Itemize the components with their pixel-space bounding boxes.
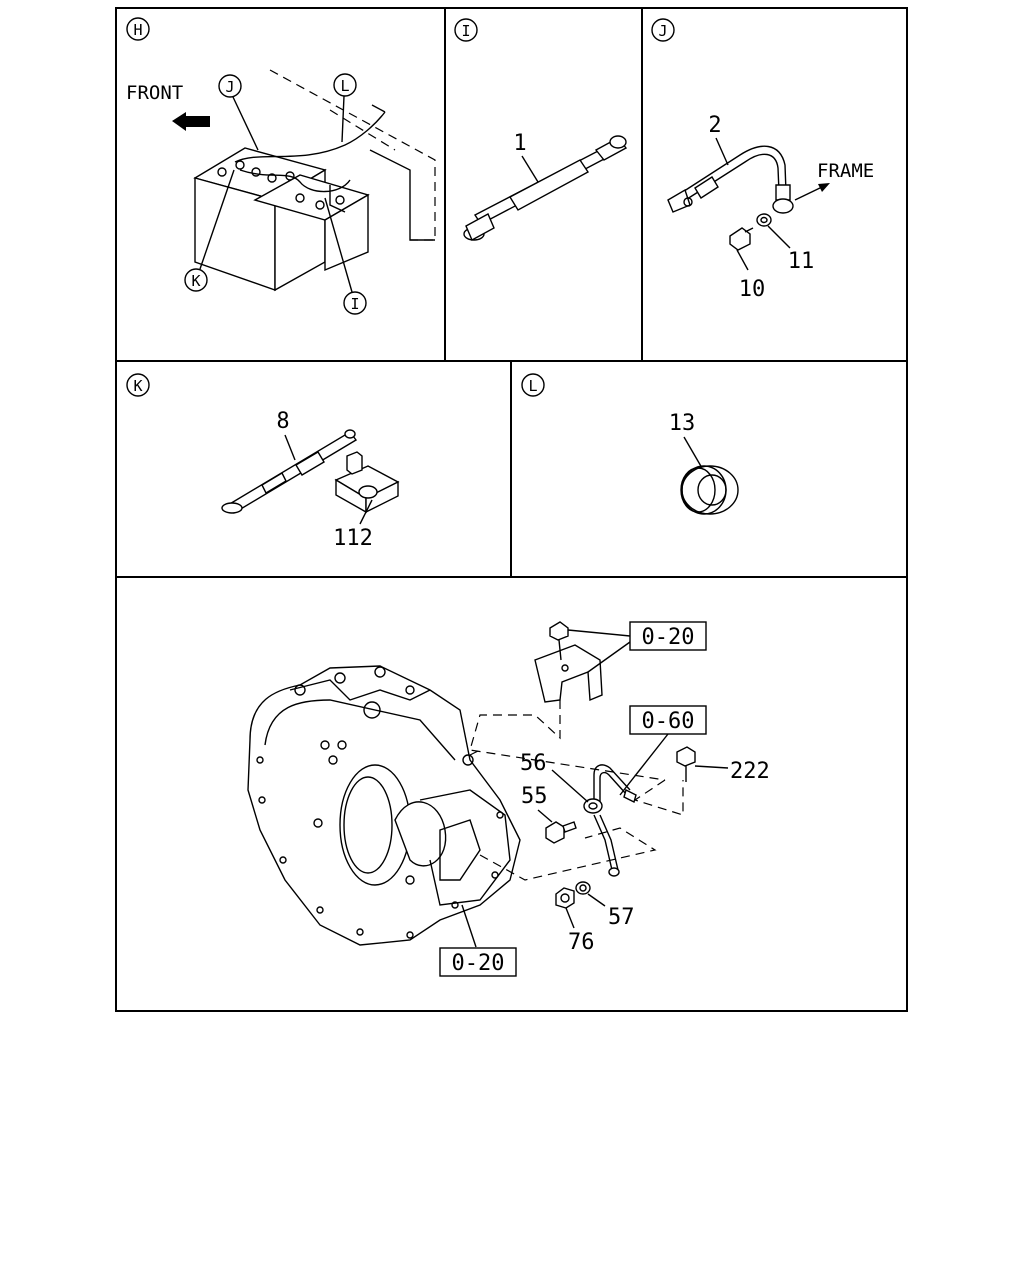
panel-j-marker-icon (651, 18, 675, 42)
panel-i-letter: I (461, 22, 470, 40)
bracket-icon (534, 644, 603, 703)
panel-k: K 8 112 (126, 373, 400, 551)
panel-l-letter: L (528, 377, 537, 395)
panel-k-letter: K (133, 377, 142, 395)
part-112-label: 112 (333, 526, 373, 551)
bolt-222-icon (676, 746, 696, 782)
panel-h: H FRONT J L (126, 17, 436, 315)
callout-j: J (225, 78, 234, 96)
panel-l-marker-icon (521, 373, 545, 397)
diagram-frame (115, 7, 908, 1012)
nut-76-icon (555, 887, 575, 909)
front-arrow-icon (172, 112, 210, 131)
terminal-clamp-icon (334, 451, 400, 514)
part-11-label: 11 (788, 249, 815, 274)
panel-j: J 2 FRAME 11 10 (651, 18, 874, 302)
part-56-label: 56 (520, 751, 547, 776)
part-1-label: 1 (513, 131, 526, 156)
ground-strap-icon (583, 764, 637, 877)
callout-l: L (340, 77, 349, 95)
bolt-55-icon (545, 821, 577, 844)
front-label: FRONT (126, 82, 183, 104)
part-13-label: 13 (669, 411, 696, 436)
part-57-label: 57 (608, 905, 635, 930)
panel-i-marker-icon (454, 18, 478, 42)
part-8-label: 8 (276, 409, 289, 434)
frame-label: FRAME (817, 160, 874, 182)
bell-housing-icon (247, 665, 521, 946)
callout-i: I (350, 295, 359, 313)
ref-top-label: 0-20 (642, 625, 695, 650)
panel-bottom: 0-20 0-60 0-20 (247, 621, 770, 977)
ref-box-bottom (439, 947, 517, 977)
part-55-label: 55 (521, 784, 548, 809)
grommet-icon (680, 465, 739, 515)
part-76-label: 76 (568, 930, 595, 955)
callout-k: K (191, 272, 200, 290)
bracket-bolt-icon (549, 621, 569, 661)
cable-8-icon (221, 429, 358, 514)
panel-i: I 1 (454, 18, 628, 241)
panel-h-letter: H (133, 21, 142, 39)
part-10-label: 10 (739, 277, 766, 302)
callout-l-icon (333, 73, 357, 97)
part-222-label: 222 (730, 759, 770, 784)
callout-j-icon (218, 74, 242, 98)
ref-mid-label: 0-60 (642, 709, 695, 734)
panel-l: L 13 (521, 373, 739, 515)
battery-cable-icon (463, 135, 628, 241)
callout-i-icon (343, 291, 367, 315)
ground-cable-icon (667, 145, 794, 214)
washer-57-icon (575, 881, 591, 895)
washer-icon (756, 213, 772, 227)
panel-k-marker-icon (126, 373, 150, 397)
bolt-icon (729, 227, 754, 251)
panel-j-letter: J (658, 22, 667, 40)
panel-h-marker-icon (126, 17, 150, 41)
ref-bottom-label: 0-20 (452, 951, 505, 976)
callout-k-icon (184, 268, 208, 292)
part-2-label: 2 (708, 113, 721, 138)
battery-icon (193, 147, 370, 292)
frame-arrow-icon (818, 183, 830, 192)
